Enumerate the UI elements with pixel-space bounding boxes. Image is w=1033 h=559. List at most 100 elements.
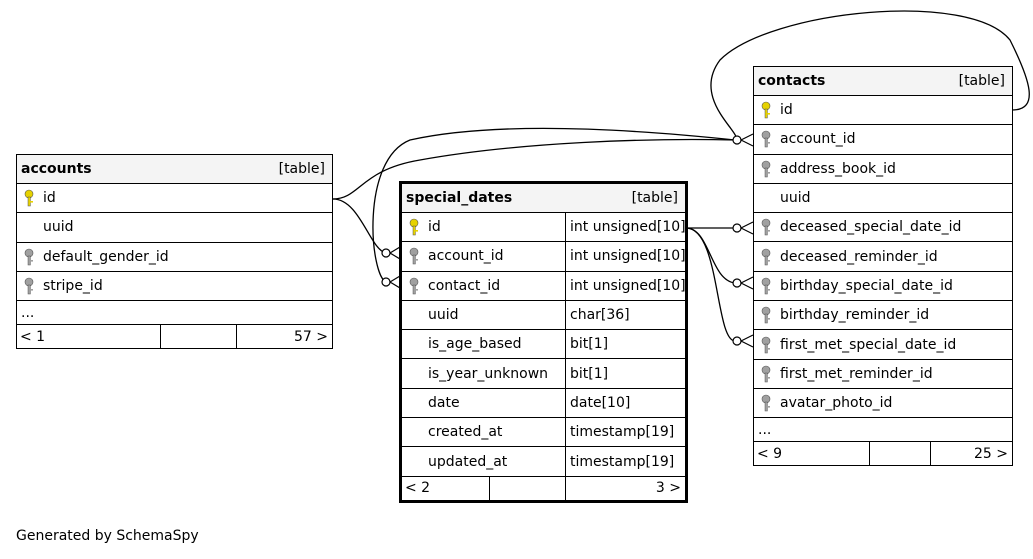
column-name: first_met_reminder_id — [780, 365, 933, 382]
edge-contacts-self — [710, 10, 1030, 141]
key-icon — [758, 217, 778, 237]
edge-special-dates-birthday — [685, 227, 736, 284]
column-row[interactable]: updated_at timestamp[19] — [402, 447, 685, 477]
table-header: accounts [table] — [17, 155, 332, 184]
edge-accounts-contacts — [332, 138, 736, 200]
column-name-cell: id — [17, 184, 332, 212]
key-icon — [21, 276, 41, 296]
edge-accounts-special-dates-account — [332, 198, 387, 254]
column-name: stripe_id — [43, 278, 103, 295]
column-type: date[10] — [565, 388, 685, 418]
table-name: special_dates — [406, 190, 513, 206]
column-row[interactable]: account_id — [754, 125, 1012, 155]
column-row[interactable]: stripe_id — [17, 272, 332, 302]
column-name-cell: uuid — [17, 213, 332, 241]
column-row[interactable]: address_book_id — [754, 155, 1012, 184]
table-accounts[interactable]: accounts [table] id uuid default_gender_id… — [16, 154, 333, 350]
column-name-cell: first_met_special_date_id — [754, 330, 1012, 358]
pager-spacer — [490, 476, 566, 500]
column-row[interactable]: created_at timestamp[19] — [402, 418, 685, 448]
table-special-dates[interactable]: special_dates [table] id int unsigned[10]… — [399, 181, 688, 503]
column-name-cell: uuid — [402, 301, 565, 329]
table-contacts[interactable]: contacts [table] id account_id address_boo… — [753, 66, 1013, 467]
more-columns: ... — [17, 301, 332, 326]
column-name-cell: stripe_id — [17, 272, 332, 300]
key-icon — [21, 247, 41, 267]
column-name: date — [428, 394, 460, 411]
column-name-cell: account_id — [402, 242, 565, 270]
column-type: timestamp[19] — [565, 447, 685, 476]
column-name: first_met_special_date_id — [780, 336, 957, 353]
column-name: uuid — [43, 219, 74, 236]
column-row[interactable]: default_gender_id — [17, 243, 332, 272]
column-row[interactable]: is_age_based bit[1] — [402, 330, 685, 360]
column-row[interactable]: first_met_reminder_id — [754, 360, 1012, 389]
column-row[interactable]: deceased_special_date_id — [754, 213, 1012, 243]
parent-count: < 2 — [402, 476, 490, 500]
column-row[interactable]: id int unsigned[10] — [402, 213, 686, 243]
column-row[interactable]: id — [754, 96, 1012, 126]
column-name-cell: deceased_reminder_id — [754, 242, 1012, 270]
column-name: deceased_reminder_id — [780, 248, 938, 265]
column-name: address_book_id — [780, 160, 896, 177]
column-name-cell: id — [402, 213, 565, 241]
column-name: birthday_reminder_id — [780, 307, 930, 324]
column-type: int unsigned[10] — [565, 242, 686, 271]
column-name: default_gender_id — [43, 248, 169, 265]
key-icon — [758, 100, 778, 120]
column-name-cell: id — [754, 96, 1012, 124]
column-name-cell: deceased_special_date_id — [754, 213, 1012, 241]
key-icon — [758, 305, 778, 325]
child-count: 3 > — [655, 480, 681, 497]
key-icon — [758, 159, 778, 179]
column-name-cell: first_met_reminder_id — [754, 360, 1012, 388]
column-name-cell: uuid — [754, 184, 1012, 212]
table-kind: [table] — [958, 73, 1005, 89]
column-name: updated_at — [428, 453, 508, 470]
table-pager: < 9 25 > — [754, 442, 1012, 466]
column-row[interactable]: first_met_special_date_id — [754, 330, 1012, 360]
column-type: bit[1] — [565, 330, 685, 359]
column-name: created_at — [428, 424, 503, 441]
table-name: accounts — [21, 161, 92, 177]
column-row[interactable]: uuid — [17, 213, 332, 243]
column-name: avatar_photo_id — [780, 395, 893, 412]
column-name-cell: avatar_photo_id — [754, 389, 1012, 417]
column-row[interactable]: date date[10] — [402, 388, 685, 419]
column-row[interactable]: birthday_reminder_id — [754, 301, 1012, 331]
column-name-cell: is_year_unknown — [402, 359, 565, 387]
parent-count: < 9 — [754, 442, 870, 466]
column-name-cell: date — [402, 389, 565, 417]
column-name: account_id — [780, 131, 856, 148]
pager-spacer — [161, 325, 237, 349]
footer-text: Generated by SchemaSpy — [16, 528, 199, 544]
column-type: int unsigned[10] — [565, 213, 686, 242]
edge-contacts-special-dates-contact — [372, 127, 736, 283]
column-name-cell: address_book_id — [754, 155, 1012, 183]
key-icon — [406, 276, 426, 296]
column-name: is_year_unknown — [428, 365, 549, 382]
key-icon — [758, 276, 778, 296]
column-name: is_age_based — [428, 336, 522, 353]
child-count: 25 > — [974, 445, 1008, 462]
column-row[interactable]: birthday_special_date_id — [754, 272, 1012, 302]
table-name: contacts — [758, 73, 826, 89]
column-name: id — [428, 219, 441, 236]
table-header: special_dates [table] — [402, 184, 685, 213]
column-type: timestamp[19] — [565, 418, 685, 447]
column-name-cell: created_at — [402, 418, 565, 446]
column-row[interactable]: deceased_reminder_id — [754, 242, 1012, 272]
column-row[interactable]: uuid — [754, 184, 1012, 214]
column-row[interactable]: avatar_photo_id — [754, 389, 1012, 419]
column-type: int unsigned[10] — [565, 271, 686, 300]
more-columns: ... — [754, 418, 1012, 443]
column-name-cell: account_id — [754, 125, 1012, 153]
table-header: contacts [table] — [754, 67, 1012, 96]
column-name-cell: updated_at — [402, 447, 565, 475]
column-row[interactable]: id — [17, 184, 332, 214]
table-pager: < 1 57 > — [17, 325, 332, 349]
